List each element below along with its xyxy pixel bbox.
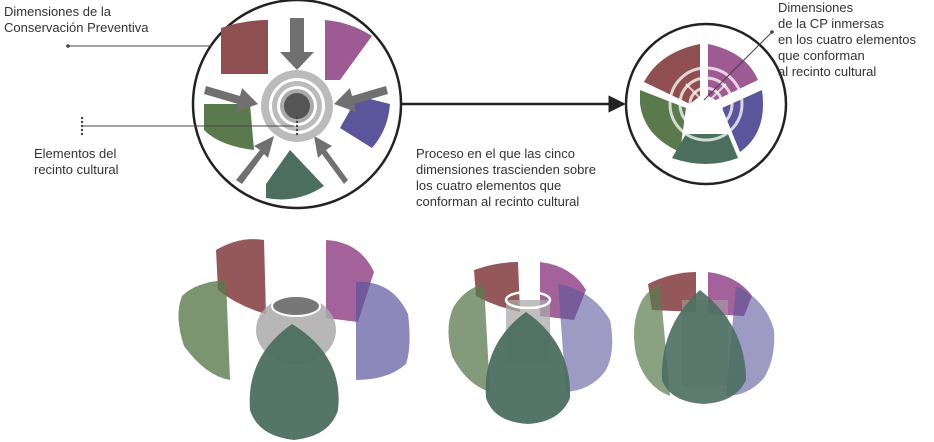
stage1-core-top <box>271 295 321 317</box>
label-immersed-line4: que conforman <box>778 48 865 63</box>
result-segment-teal <box>672 134 738 164</box>
segment-green <box>204 104 254 150</box>
stage1-piece-green <box>178 280 230 380</box>
leader-line-immersed <box>703 31 773 101</box>
arrow-bottom-left <box>236 136 274 184</box>
core-circle <box>284 93 310 119</box>
inward-arrows <box>204 18 388 184</box>
stage-merged <box>634 272 775 404</box>
leader-dot-immersed <box>770 30 774 34</box>
label-immersed-line3: en los cuatro elementos <box>778 32 917 47</box>
label-immersed: Dimensiones de la CP inmersas en los cua… <box>778 0 916 80</box>
arrow-left <box>204 86 258 112</box>
stage2-piece-teal <box>485 312 571 424</box>
label-dimensions-cp-line2: Conservación Preventiva <box>4 20 149 35</box>
stage3-piece-teal <box>661 290 746 404</box>
stage3-piece-green <box>634 284 670 396</box>
result-circle-group <box>624 22 788 186</box>
stage2-core-top <box>504 290 552 310</box>
leader-dot-dimensions <box>66 44 70 48</box>
result-segment-green <box>640 90 686 152</box>
label-process-line2: dimensiones trascienden sobre <box>416 162 596 177</box>
label-process: Proceso en el que las cinco dimensiones … <box>416 146 596 210</box>
segment-teal <box>266 150 324 200</box>
stage1-piece-brown <box>216 239 266 314</box>
label-process-line4: conforman al recinto cultural <box>416 194 580 209</box>
label-process-line1: Proceso en el que las cinco <box>416 146 575 161</box>
segment-brown <box>221 20 268 74</box>
stage-exploded <box>178 239 410 440</box>
ellipsis-dots-core <box>295 116 299 136</box>
ellipsis-dots-elements <box>80 116 84 136</box>
stage-converging <box>448 262 613 424</box>
label-dimensions-cp: Dimensiones de la Conservación Preventiv… <box>4 4 149 36</box>
stage1-piece-blue <box>356 281 410 380</box>
result-cross-lines <box>685 74 727 134</box>
label-immersed-line2: de la CP inmersas <box>778 16 884 31</box>
segment-purple <box>325 20 372 80</box>
label-dimensions-cp-line1: Dimensiones de la <box>4 4 111 19</box>
stage2-piece-brown <box>474 262 520 312</box>
label-immersed-line1: Dimensiones <box>778 0 854 15</box>
main-circle-group <box>191 0 403 210</box>
stage2-piece-green <box>448 284 490 392</box>
arrow-right <box>334 86 388 112</box>
result-segment-purple <box>708 44 758 100</box>
label-elements: Elementos del recinto cultural <box>34 146 119 178</box>
stage2-piece-blue <box>558 284 613 392</box>
arrow-top <box>280 18 314 70</box>
stage1-piece-teal <box>249 324 339 440</box>
arrow-bottom-right <box>314 136 348 184</box>
label-process-line3: los cuatro elementos que <box>416 178 562 193</box>
label-elements-line1: Elementos del <box>34 146 117 161</box>
label-elements-line2: recinto cultural <box>34 162 119 177</box>
label-immersed-line5: al recinto cultural <box>778 64 877 79</box>
central-rings <box>261 70 333 142</box>
